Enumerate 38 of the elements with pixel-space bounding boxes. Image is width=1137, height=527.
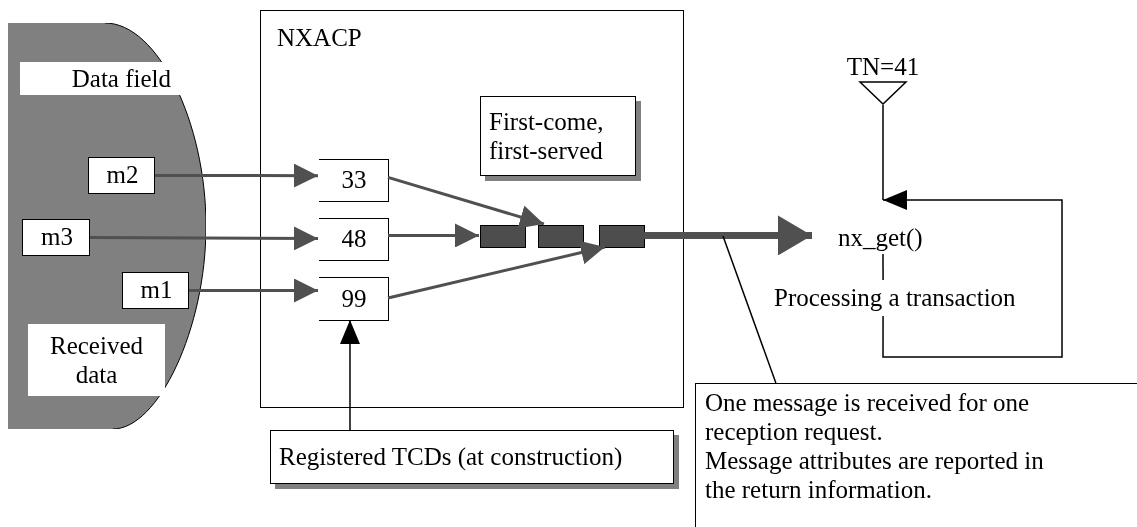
node-label: TN=41	[845, 52, 921, 81]
arrow	[155, 163, 318, 188]
node-label: First-come, first-served	[489, 107, 605, 165]
tcd-slot	[319, 218, 389, 261]
node-label: nx_get()	[838, 223, 924, 252]
arrow	[388, 223, 479, 248]
arrow	[882, 190, 1063, 358]
component-frame	[260, 10, 684, 408]
node-label: 48	[340, 224, 368, 254]
node-label: NXACP	[277, 23, 363, 52]
node-label: 99	[340, 284, 368, 314]
arrow	[387, 175, 545, 229]
region-label: Received data	[28, 324, 165, 396]
message-box	[22, 219, 90, 256]
data-field-region	[8, 23, 206, 429]
node-label: One message is received for one reception request.	[705, 388, 1031, 446]
arrow	[340, 319, 360, 431]
node-label: Processing a transaction	[774, 283, 1017, 313]
node-label: Message attributes are reported in the return information.	[705, 446, 1045, 504]
message-box	[88, 157, 155, 194]
tcd-slot	[319, 277, 389, 321]
connector-line	[882, 104, 884, 201]
queue-block	[599, 225, 645, 248]
node-label: Registered TCDs (at construction)	[279, 442, 624, 472]
arrow	[387, 240, 606, 300]
node-label: 33	[340, 165, 368, 195]
callout-box	[695, 383, 1137, 527]
leader-line	[722, 235, 777, 384]
connector-line	[882, 253, 884, 281]
arrow	[90, 226, 318, 251]
tcd-slot	[319, 159, 389, 202]
message-box	[122, 272, 189, 309]
queue-block	[538, 225, 584, 248]
node-label: m2	[105, 160, 140, 190]
node-label: m1	[139, 275, 174, 305]
arrow	[189, 278, 318, 303]
node-label: m3	[40, 222, 74, 252]
queue-block	[480, 225, 526, 248]
